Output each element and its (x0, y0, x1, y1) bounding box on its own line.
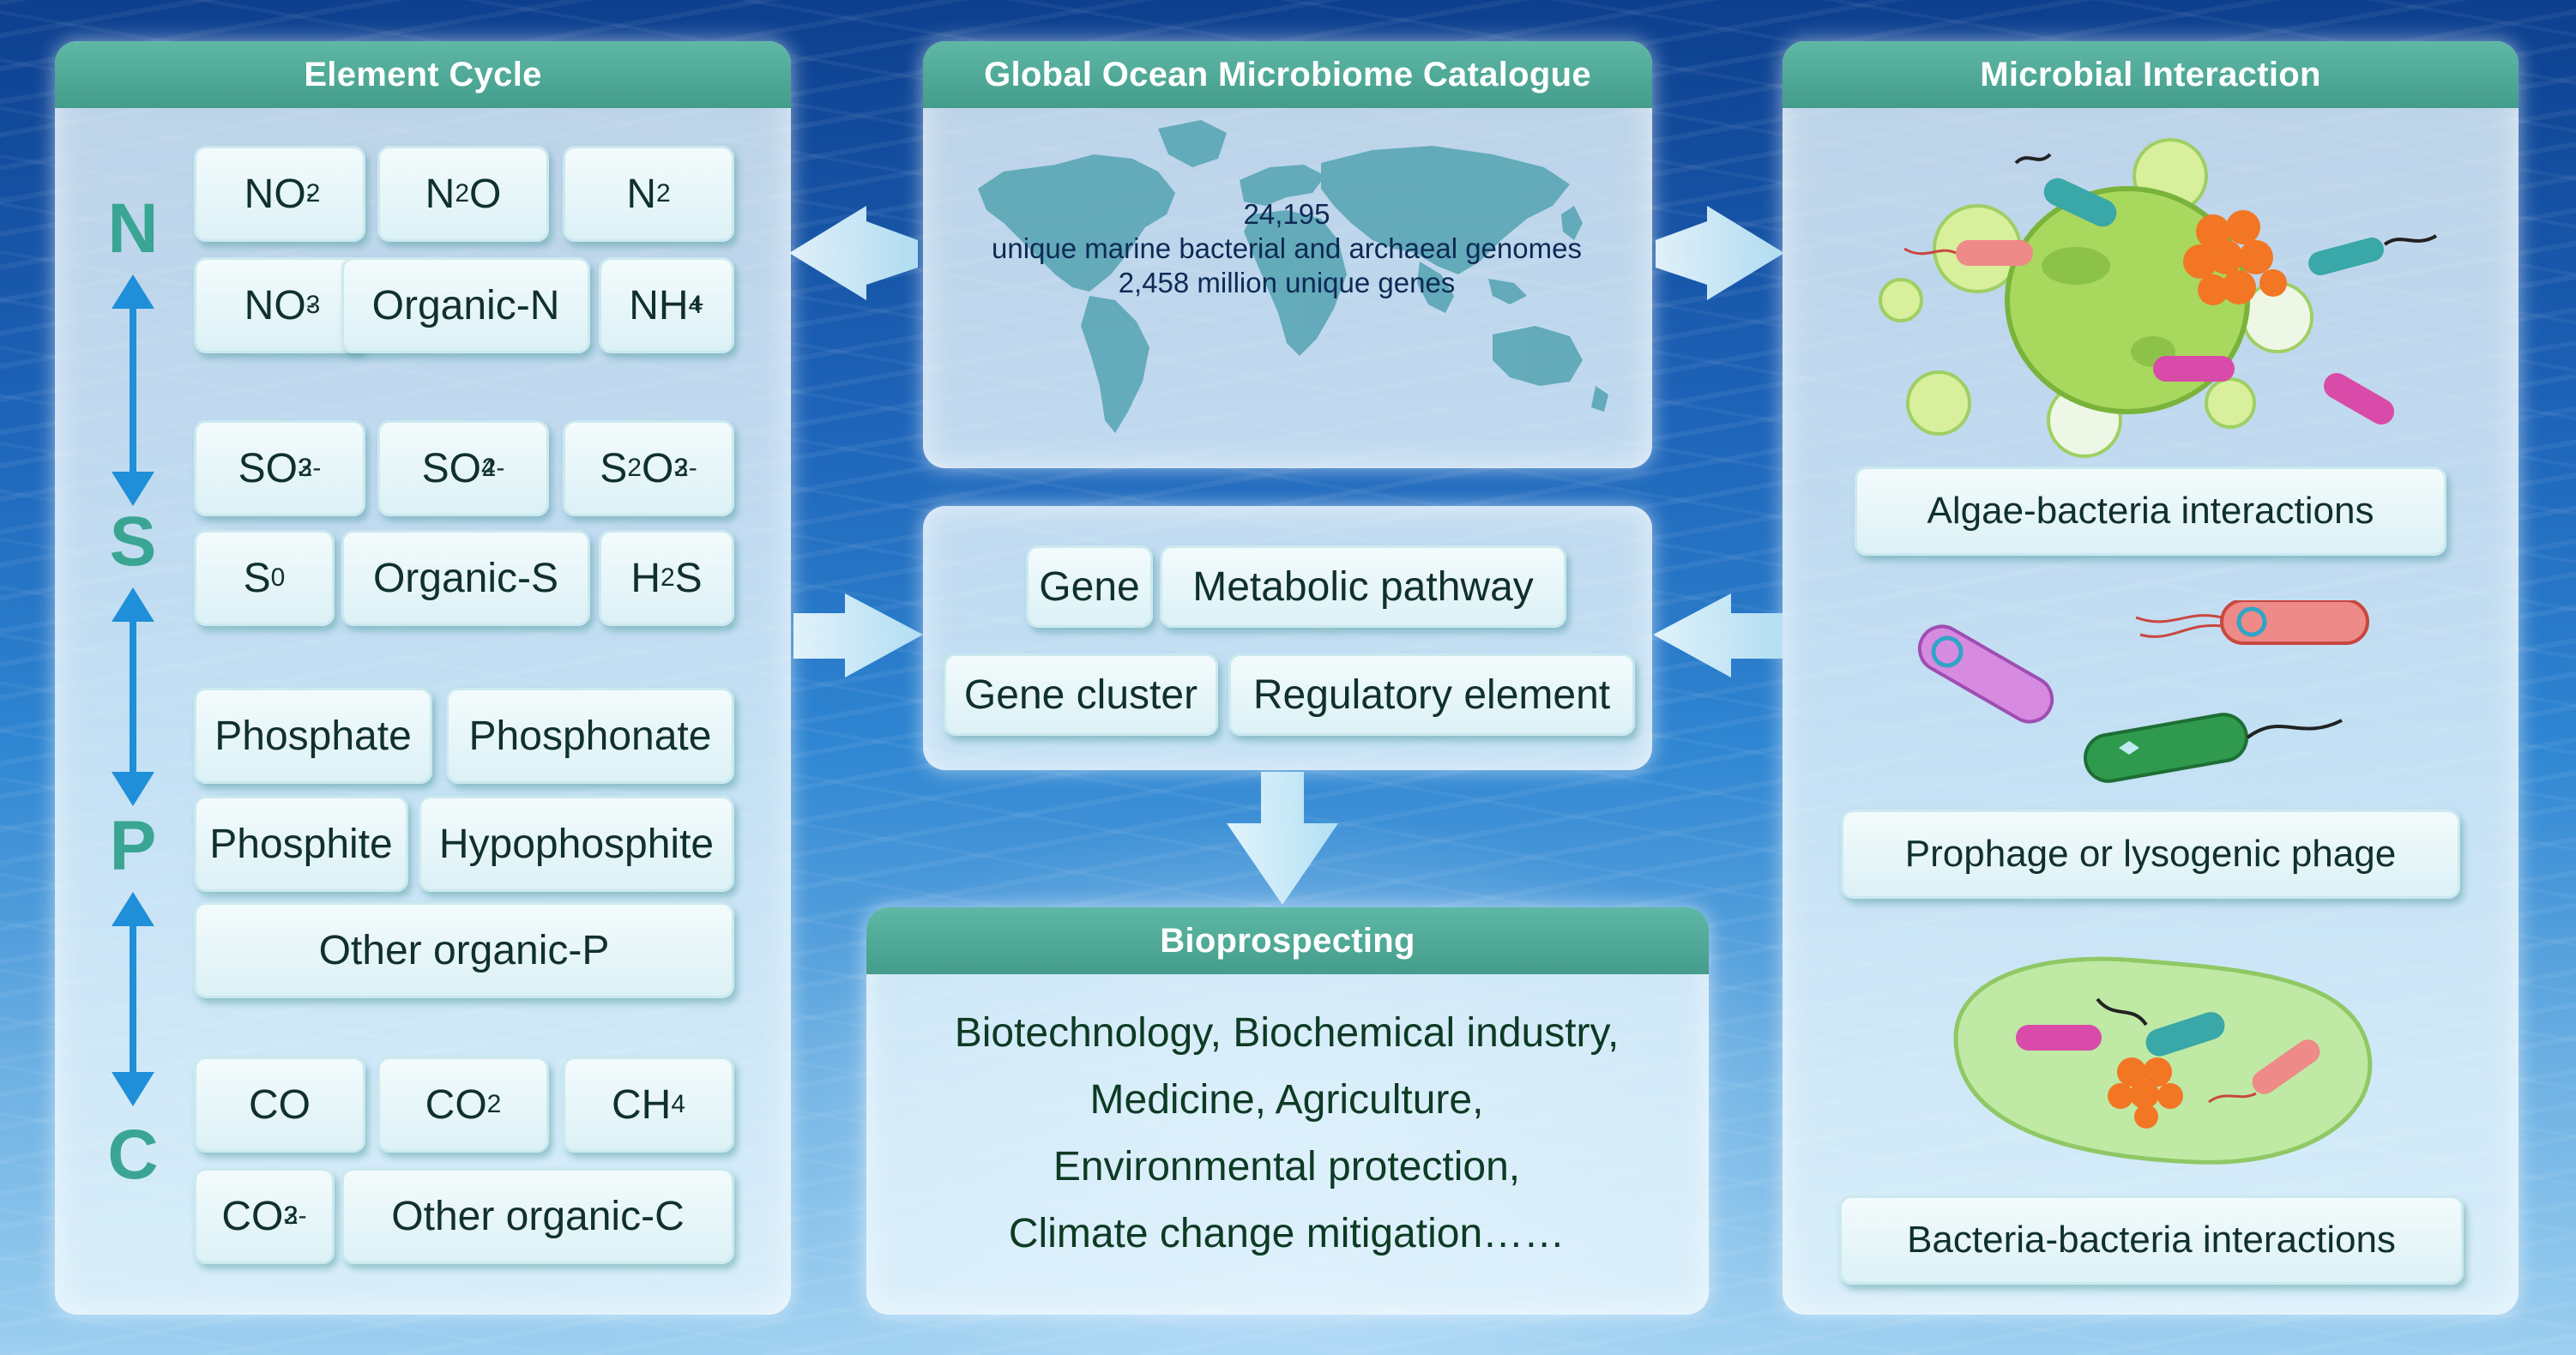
chip-phosphite: Phosphite (194, 796, 408, 892)
microbial-interaction-title: Microbial Interaction (1783, 41, 2519, 108)
chip-gene: Gene (1026, 545, 1153, 628)
chip-metabolic-pathway: Metabolic pathway (1160, 545, 1566, 628)
phosphorus-letter: P (109, 807, 157, 885)
label-prophage: Prophage or lysogenic phage (1841, 810, 2460, 899)
algae-bacteria-illustration-icon (1879, 138, 2438, 458)
catalogue-title: Global Ocean Microbiome Catalogue (923, 41, 1652, 108)
chip-carbon-monoxide: CO (194, 1057, 365, 1153)
s-p-cycle-arrow-icon (112, 587, 154, 806)
catalogue-genome-count: 24,195 (1243, 198, 1330, 230)
bioprospecting-line-4: Climate change mitigation…… (1008, 1211, 1566, 1256)
chip-organic-s: Organic-S (341, 530, 590, 626)
chip-regulatory-element: Regulatory element (1228, 653, 1635, 736)
chip-phosphonate: Phosphonate (446, 688, 734, 784)
world-map-icon (978, 120, 1608, 433)
prophage-illustration-icon (1917, 600, 2369, 783)
bioprospecting-title: Bioprospecting (866, 907, 1709, 974)
arrow-element-cycle-to-genetic-elements-icon (793, 593, 923, 678)
chip-phosphate: Phosphate (194, 688, 432, 784)
catalogue-gene-count: 2,458 million unique genes (1118, 267, 1456, 298)
element-cycle-title: Element Cycle (55, 41, 791, 108)
chip-organic-n: Organic-N (341, 257, 590, 353)
bacteria-bacteria-illustration-icon (1953, 956, 2373, 1165)
arrow-genetic-elements-to-bioprospecting-icon (1227, 772, 1338, 905)
bioprospecting-line-2: Medicine, Agriculture, (1089, 1077, 1484, 1123)
label-algae-bacteria: Algae-bacteria interactions (1855, 467, 2446, 556)
chip-other-organic-p: Other organic-P (194, 902, 734, 998)
bioprospecting-panel: Bioprospecting (866, 907, 1709, 1315)
arrow-catalogue-to-element-cycle-icon (789, 206, 918, 300)
arrow-catalogue-to-microbial-interaction-icon (1656, 206, 1784, 300)
chip-gene-cluster: Gene cluster (944, 653, 1218, 736)
sulfur-letter: S (109, 503, 157, 581)
p-c-cycle-arrow-icon (112, 892, 154, 1106)
carbon-letter: C (107, 1116, 159, 1194)
nitrogen-letter: N (107, 190, 159, 268)
bioprospecting-line-3: Environmental protection, (1053, 1144, 1521, 1189)
n-s-cycle-arrow-icon (112, 274, 154, 506)
bioprospecting-line-1: Biotechnology, Biochemical industry, (954, 1010, 1620, 1056)
chip-hypophosphite: Hypophosphite (419, 796, 734, 892)
label-bacteria-bacteria: Bacteria-bacteria interactions (1839, 1195, 2464, 1285)
chip-other-organic-c: Other organic-C (341, 1168, 734, 1264)
arrow-microbial-interaction-to-genetic-elements-icon (1653, 593, 1783, 678)
catalogue-genome-description: unique marine bacterial and archaeal gen… (992, 232, 1582, 264)
